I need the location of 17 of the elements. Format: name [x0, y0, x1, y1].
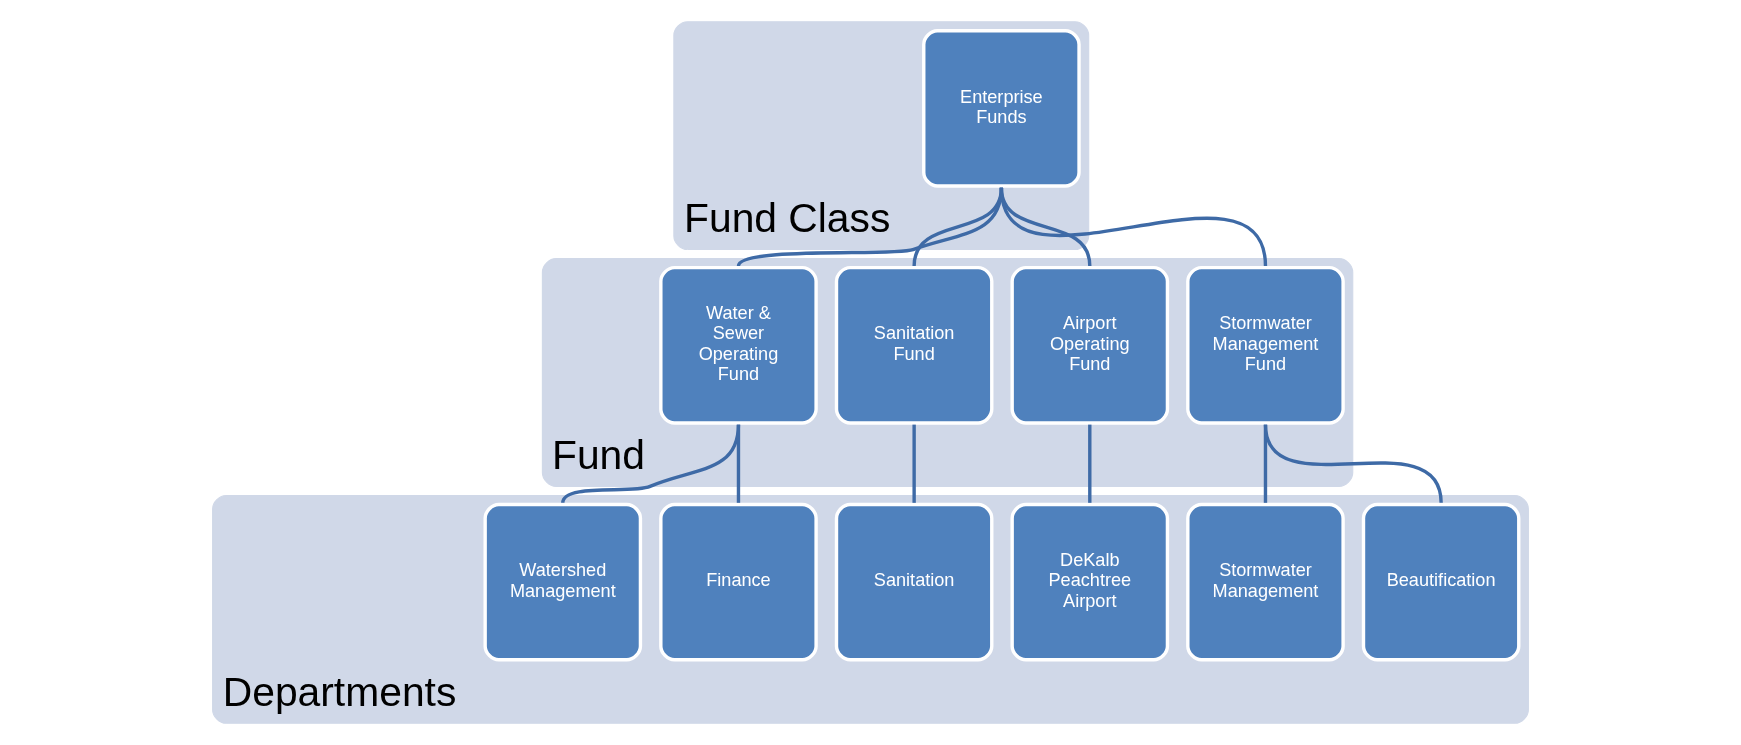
- connector: [1263, 424, 1443, 504]
- node-box: Water & Sewer Operating Fund: [659, 265, 818, 425]
- node-box: Enterprise Funds: [922, 29, 1081, 188]
- node-box: Beautification: [1361, 502, 1521, 662]
- node-box: Airport Operating Fund: [1010, 265, 1170, 425]
- connector: [561, 424, 741, 504]
- connector: [736, 424, 741, 503]
- connector: [999, 187, 1268, 267]
- connector: [912, 424, 916, 503]
- node-box: Finance: [659, 502, 818, 662]
- node-box: DeKalb Peachtree Airport: [1010, 502, 1170, 662]
- node-box: Sanitation: [834, 502, 994, 662]
- node-box: Watershed Management: [483, 502, 643, 662]
- node-box: Stormwater Management Fund: [1186, 265, 1345, 425]
- connector: [1088, 424, 1092, 503]
- node-box: Stormwater Management: [1186, 502, 1345, 662]
- node-box: Sanitation Fund: [834, 265, 994, 425]
